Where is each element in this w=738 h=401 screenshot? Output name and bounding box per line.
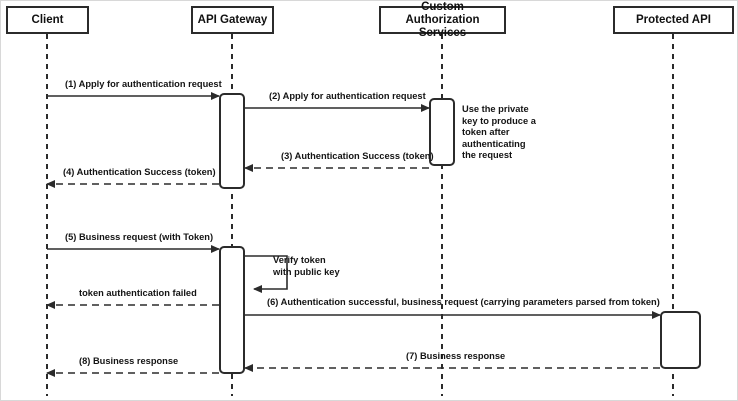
self-message-loops	[245, 255, 288, 293]
lifeline-label-protected-api: Protected API	[636, 13, 711, 26]
lifeline-head-custom-authorization-services[interactable]: Custom Authorization Services	[379, 1, 506, 39]
lifeline-label-api-gateway: API Gateway	[197, 13, 268, 26]
message-label-6: (6) Authentication successful, business …	[267, 297, 660, 307]
note-private-key: Use the private key to produce a token a…	[462, 104, 536, 160]
lifeline-label-custom-authorization-services: Custom Authorization Services	[405, 0, 480, 39]
activation-bar-gateway-2	[219, 246, 245, 374]
lifeline-head-client[interactable]: Client	[6, 6, 89, 34]
self-message-label-verify-token: Verify token with public key	[273, 255, 340, 277]
activation-bar-gateway-1	[219, 93, 245, 189]
lifeline-head-protected-api[interactable]: Protected API	[613, 6, 734, 34]
lifeline-head-api-gateway[interactable]: API Gateway	[191, 6, 274, 34]
activation-bar-auth-1	[429, 98, 455, 166]
message-arrows	[46, 92, 661, 377]
message-label-7: (7) Business response	[406, 351, 506, 361]
self-message-loop-verify-token	[245, 255, 288, 293]
message-label-2: (2) Apply for authentication request	[269, 91, 426, 101]
message-label-8: (8) Business response	[79, 356, 179, 366]
message-label-1: (1) Apply for authentication request	[65, 79, 222, 89]
message-label-5: (5) Business request (with Token)	[65, 232, 214, 242]
activation-bar-protected-1	[660, 311, 701, 369]
message-label-3: (3) Authentication Success (token)	[281, 151, 434, 161]
lifeline-label-client: Client	[31, 13, 64, 26]
message-label-token-authentication-failed: token authentication failed	[79, 288, 197, 298]
message-label-4: (4) Authentication Success (token)	[63, 167, 216, 177]
